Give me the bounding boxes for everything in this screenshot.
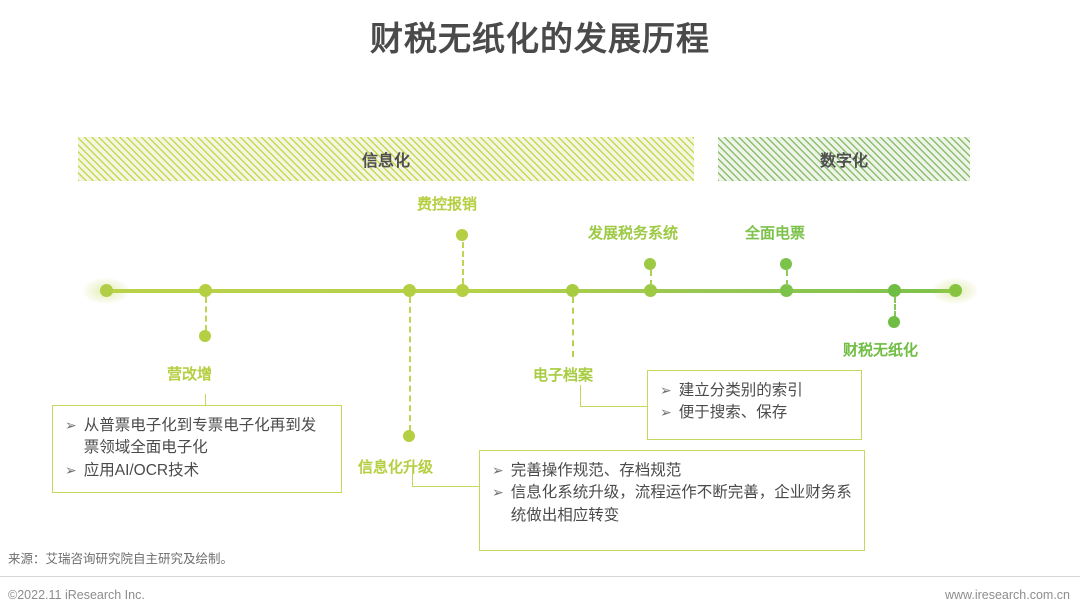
timeline-stem-feikongbaoxiao (462, 242, 464, 284)
list-item: ➢ 完善操作规范、存档规范 (492, 460, 852, 482)
info-text: 信息化系统升级，流程运作不断完善，企业财务系统做出相应转变 (510, 484, 852, 524)
arrow-bullet-icon: ➢ (660, 404, 672, 421)
timeline-node-caishuiwuzhihua[interactable] (888, 284, 901, 297)
arrow-bullet-icon: ➢ (660, 382, 672, 398)
list-item: ➢ 便于搜索、保存 (660, 402, 849, 424)
timeline-tip-quanmiandianpiao (780, 258, 792, 270)
phase-band-informatization: 信息化 (78, 137, 694, 181)
timeline-tip-caishuiwuzhihua (888, 316, 900, 328)
milestone-label-feikongbaoxiao: 费控报销 (417, 196, 478, 213)
timeline-stem-fazhanshuiwuxitong (650, 270, 652, 286)
timeline-stem-xinxihuashengji (409, 297, 411, 431)
website-url[interactable]: www.iresearch.com.cn (944, 588, 1070, 602)
timeline-node-xinxihuashengji[interactable] (403, 284, 416, 297)
info-box-dianzidangan: ➢ 建立分类别的索引 ➢ 便于搜索、保存 (647, 370, 862, 440)
list-item: ➢ 应用AI/OCR技术 (65, 460, 329, 482)
list-item: ➢ 信息化系统升级，流程运作不断完善，企业财务系统做出相应转变 (492, 482, 852, 527)
arrow-bullet-icon: ➢ (492, 484, 504, 501)
timeline-tip-xinxihuashengji (403, 430, 415, 442)
info-text: 建立分类别的索引 (678, 382, 803, 399)
timeline-node-feikongbaoxiao[interactable] (456, 284, 469, 297)
timeline-start-dot (100, 284, 113, 297)
footer-divider (0, 576, 1080, 577)
info-text: 从普票电子化到专票电子化再到发票领域全面电子化 (83, 417, 317, 457)
milestone-label-quanmiandianpiao: 全面电票 (745, 225, 806, 242)
timeline-tip-yinggaizeng (199, 330, 211, 342)
milestone-label-dianzidangan: 电子档案 (533, 367, 594, 384)
connector-xinxihuashengji-horizontal (412, 486, 480, 487)
info-text: 完善操作规范、存档规范 (510, 462, 682, 479)
timeline-stem-caishuiwuzhihua (894, 297, 896, 317)
info-box-yinggaizeng: ➢ 从普票电子化到专票电子化再到发票领域全面电子化 ➢ 应用AI/OCR技术 (52, 405, 342, 493)
phase-band-informatization-label: 信息化 (361, 153, 410, 170)
timeline-stem-yinggaizeng (205, 297, 207, 331)
arrow-bullet-icon: ➢ (492, 462, 504, 478)
timeline-tip-feikongbaoxiao (456, 229, 468, 241)
info-text: 便于搜索、保存 (678, 404, 788, 422)
copyright-text: ©2022.11 iResearch Inc. (8, 588, 145, 602)
phase-band-digitalization: 数字化 (718, 137, 970, 181)
milestone-label-yinggaizeng: 营改增 (167, 366, 213, 383)
connector-dianzidangan-vertical (580, 385, 581, 407)
timeline-axis (100, 289, 960, 293)
timeline-node-yinggaizeng[interactable] (199, 284, 212, 297)
page-title: 财税无纸化的发展历程 (370, 20, 710, 57)
source-note: 来源：艾瑞咨询研究院自主研究及绘制。 (8, 552, 234, 566)
timeline-tip-fazhanshuiwuxitong (644, 258, 656, 270)
phase-band-digitalization-label: 数字化 (819, 153, 868, 170)
timeline-stem-dianzidangan (572, 297, 574, 357)
list-item: ➢ 从普票电子化到专票电子化再到发票领域全面电子化 (65, 415, 329, 460)
timeline-node-fazhanshuiwuxitong[interactable] (644, 284, 657, 297)
milestone-label-xinxihuashengji: 信息化升级 (358, 459, 434, 476)
arrow-bullet-icon: ➢ (65, 417, 77, 433)
list-item: ➢ 建立分类别的索引 (660, 380, 849, 402)
info-text: 应用AI/OCR技术 (83, 461, 200, 479)
info-box-xinxihuashengji: ➢ 完善操作规范、存档规范 ➢ 信息化系统升级，流程运作不断完善，企业财务系统做… (479, 450, 865, 551)
timeline-node-dianzidangan[interactable] (566, 284, 579, 297)
connector-dianzidangan-horizontal (580, 406, 648, 407)
milestone-label-caishuiwuzhihua: 财税无纸化 (843, 342, 919, 359)
milestone-label-fazhanshuiwuxitong: 发展税务系统 (588, 225, 679, 242)
timeline-stem-quanmiandianpiao (786, 270, 788, 286)
timeline-node-quanmiandianpiao[interactable] (780, 284, 793, 297)
timeline-end-dot (949, 284, 962, 297)
arrow-bullet-icon: ➢ (65, 461, 77, 478)
connector-xinxihuashengji-vertical (412, 466, 413, 487)
connector-yinggaizeng-vertical (205, 394, 206, 407)
